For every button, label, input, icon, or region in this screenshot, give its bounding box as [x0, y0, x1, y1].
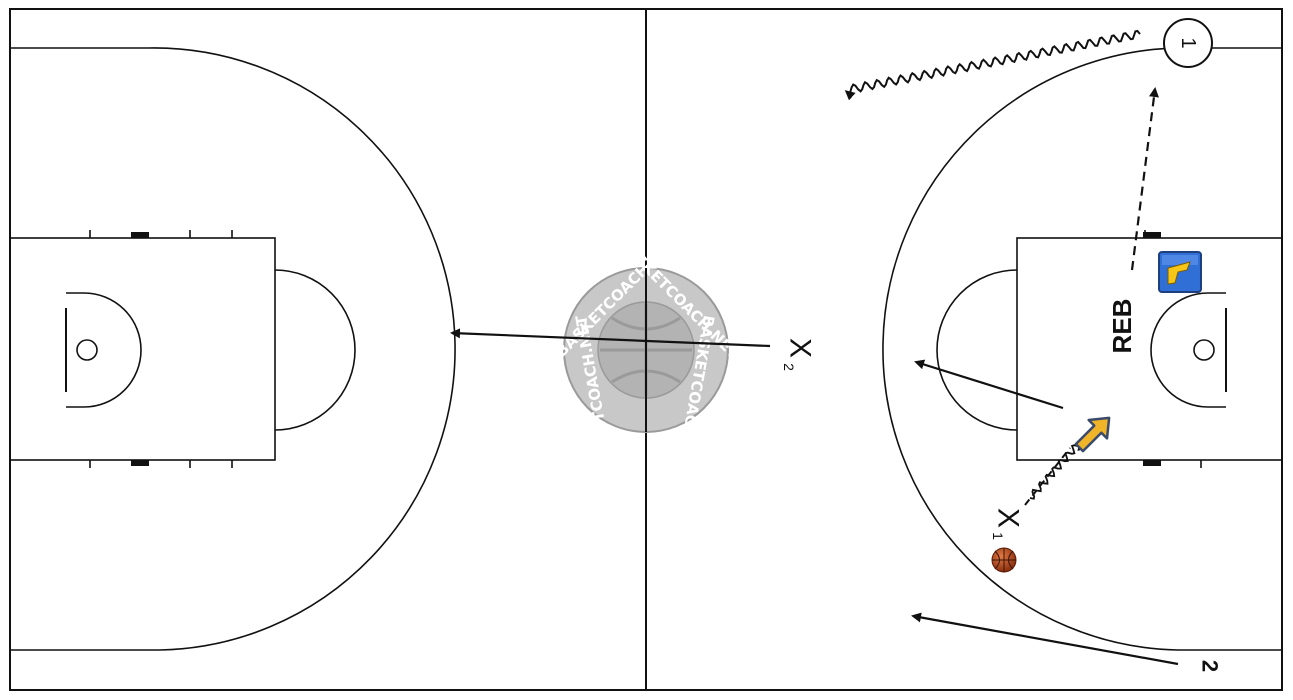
- arrow-outlet-pass: [1130, 87, 1159, 271]
- rebound-label: REB: [1107, 299, 1137, 354]
- offense-player-2-label[interactable]: 2: [1198, 660, 1223, 672]
- right-rim: [1193, 339, 1215, 361]
- svg-text:1: 1: [990, 532, 1006, 540]
- left-rim: [76, 339, 98, 361]
- left-half-court: [9, 47, 456, 651]
- watermark-logo: BASKETCOACH.NET BASKETCOACH.NET BASKETCO…: [552, 232, 743, 479]
- right-half-court: [882, 47, 1283, 651]
- shot-arrow-icon: [1074, 416, 1111, 453]
- svg-text:X: X: [992, 508, 1025, 528]
- team-logo-icon: [1158, 251, 1202, 293]
- arrow-x1-dashed: [1024, 447, 1071, 506]
- arrow-elbow-cut: [914, 359, 1064, 410]
- arrow-dribble-x1: [1029, 439, 1088, 500]
- svg-text:X: X: [784, 338, 817, 358]
- arrow-x2-cut: [450, 328, 771, 348]
- movement-arrows: [450, 29, 1179, 666]
- offense-player-1[interactable]: 1: [1163, 18, 1213, 68]
- defense-player-x2[interactable]: X 2: [781, 338, 817, 371]
- arrow-dribble-player1: [844, 29, 1141, 101]
- basketball-icon: [991, 547, 1017, 573]
- svg-text:2: 2: [781, 363, 797, 371]
- defense-player-x1[interactable]: X 1: [990, 508, 1025, 540]
- offense-player-1-label: 1: [1177, 37, 1199, 48]
- arrow-player2-cut: [911, 612, 1179, 666]
